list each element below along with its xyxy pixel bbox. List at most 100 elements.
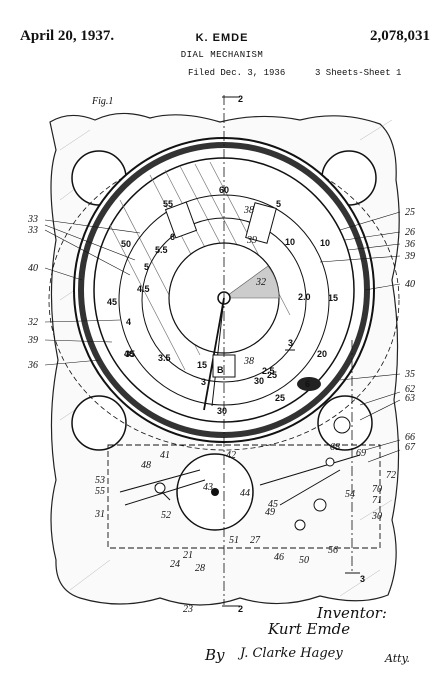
reference-numeral-inner: 24 xyxy=(170,559,180,570)
reference-numeral-inner: 28 xyxy=(195,563,205,574)
section-mark: 3 xyxy=(288,338,293,348)
reference-numeral-right: 71 xyxy=(372,495,382,506)
reference-numeral-inner: 50 xyxy=(299,555,309,566)
reference-numeral-right: 30 xyxy=(371,511,382,522)
dial-number: 15 xyxy=(197,360,207,370)
reference-numeral-right: 36 xyxy=(404,239,415,250)
patent-number: 2,078,031 xyxy=(370,28,430,44)
reference-numeral-right: 70 xyxy=(372,484,382,495)
reference-numeral-left: 39 xyxy=(27,335,38,346)
lever-right xyxy=(259,454,361,506)
figure-label: Fig.1 xyxy=(91,96,113,107)
six-window xyxy=(297,377,321,391)
patent-title: DIAL MECHANISM xyxy=(180,50,264,60)
reference-numeral-right: 40 xyxy=(405,279,415,290)
dial-number: 5.5 xyxy=(155,245,168,255)
reference-numeral-inner: 56 xyxy=(328,545,338,556)
patent-header: April 20, 1937. K. EMDE 2,078,031 DIAL M… xyxy=(0,0,444,90)
reference-numeral-inner: 52 xyxy=(161,510,171,521)
reference-numeral-left: 31 xyxy=(94,509,105,520)
corner-knob-bottom-left xyxy=(71,395,127,451)
reference-numeral-right: 62 xyxy=(405,384,415,395)
dial-number: 4 xyxy=(126,317,131,327)
dial-number: 4.5 xyxy=(137,284,150,294)
signature-attorney: J. Clarke Hagey xyxy=(240,646,343,661)
reference-numeral-inner: 51 xyxy=(229,535,239,546)
pointer-needle-2 xyxy=(211,297,225,407)
dial-number: 35 xyxy=(125,349,135,359)
reference-numeral-inner: 39 xyxy=(246,235,257,246)
dial-number: 25 xyxy=(267,370,277,380)
reference-numeral-inner: 43 xyxy=(203,482,213,493)
reference-numeral-left: 32 xyxy=(27,317,38,328)
dial-number: 6 xyxy=(170,232,175,242)
reference-numeral-inner: 46 xyxy=(274,552,284,563)
dial-number: 2.5 xyxy=(262,366,275,376)
reference-numeral-left: 33 xyxy=(27,214,38,225)
reference-numeral-right: 25 xyxy=(405,207,415,218)
reference-numeral-inner: 23 xyxy=(183,604,193,615)
reference-numeral-left: 33 xyxy=(27,225,38,236)
reference-numeral-right: 72 xyxy=(386,470,396,481)
patent-date: April 20, 1937. xyxy=(20,28,115,44)
leader-lines xyxy=(44,211,401,463)
reference-numeral-inner: 45 xyxy=(268,499,278,510)
reference-numeral-right: 66 xyxy=(405,432,415,443)
lower-gear-hub xyxy=(211,488,219,496)
reference-numeral-inner: 68 xyxy=(330,442,340,453)
inventor-name-header: K. EMDE xyxy=(195,32,249,44)
dial-number: 2.0 xyxy=(298,292,311,302)
signature-atty: Atty. xyxy=(385,652,410,665)
reference-numeral-left: 55 xyxy=(95,486,105,497)
reference-numeral-inner: 54 xyxy=(345,489,355,500)
dial-number: 25 xyxy=(275,393,285,403)
window-left xyxy=(164,201,198,239)
pointer-needle xyxy=(203,297,225,411)
reference-numeral-right: 67 xyxy=(405,442,416,453)
dial-number: 55 xyxy=(163,199,173,209)
outer-dashed-ring xyxy=(48,149,400,451)
reference-numeral-left: 53 xyxy=(95,475,105,486)
dial-number: 45 xyxy=(107,297,117,307)
dial-number: 20 xyxy=(317,349,327,359)
mechanism-housing xyxy=(107,444,381,549)
dial-number: 5 xyxy=(276,199,281,209)
reference-numeral-right: 63 xyxy=(405,393,415,404)
dial-number: 6 xyxy=(305,379,310,389)
signature-inventor-label: Inventor: xyxy=(317,604,387,622)
reference-numeral-right: 35 xyxy=(404,369,415,380)
dial-number: 60 xyxy=(219,185,229,195)
reference-numeral-inner: 48 xyxy=(141,460,151,471)
reference-numeral-inner: 41 xyxy=(160,450,170,461)
dial-number: 40 xyxy=(124,349,134,359)
signature-inventor-name: Kurt Emde xyxy=(268,620,351,638)
reference-numeral-inner: 42 xyxy=(226,450,236,461)
signature-by: By xyxy=(205,646,225,664)
reference-numeral-right: 39 xyxy=(404,251,415,262)
reference-numeral-inner: 44 xyxy=(240,488,250,499)
pivot-bottom xyxy=(294,519,306,531)
section-mark: 2 xyxy=(238,604,243,614)
reference-numeral-right: 26 xyxy=(405,227,415,238)
window-right xyxy=(245,202,277,244)
dial-number: 5 xyxy=(144,262,149,272)
filed-date: Filed Dec. 3, 1936 xyxy=(188,68,286,78)
dial-number: 3.5 xyxy=(158,353,171,363)
pivot-left xyxy=(154,482,166,494)
dial-number: 15 xyxy=(328,293,338,303)
dial-number: 10 xyxy=(285,237,295,247)
dial-number: 10 xyxy=(320,238,330,248)
dial-number: B xyxy=(217,365,224,375)
reference-numeral-left: 36 xyxy=(27,360,38,371)
reference-numeral-inner: 32 xyxy=(255,277,266,288)
section-mark: 3 xyxy=(360,574,365,584)
pivot-right xyxy=(313,498,327,512)
dial-number: 30 xyxy=(217,406,227,416)
reference-numeral-inner: 49 xyxy=(265,507,275,518)
dial-number: 50 xyxy=(121,239,131,249)
reference-numeral-inner: 21 xyxy=(183,550,193,561)
section-mark: 2 xyxy=(238,94,243,104)
sheet-count: 3 Sheets-Sheet 1 xyxy=(315,68,402,78)
